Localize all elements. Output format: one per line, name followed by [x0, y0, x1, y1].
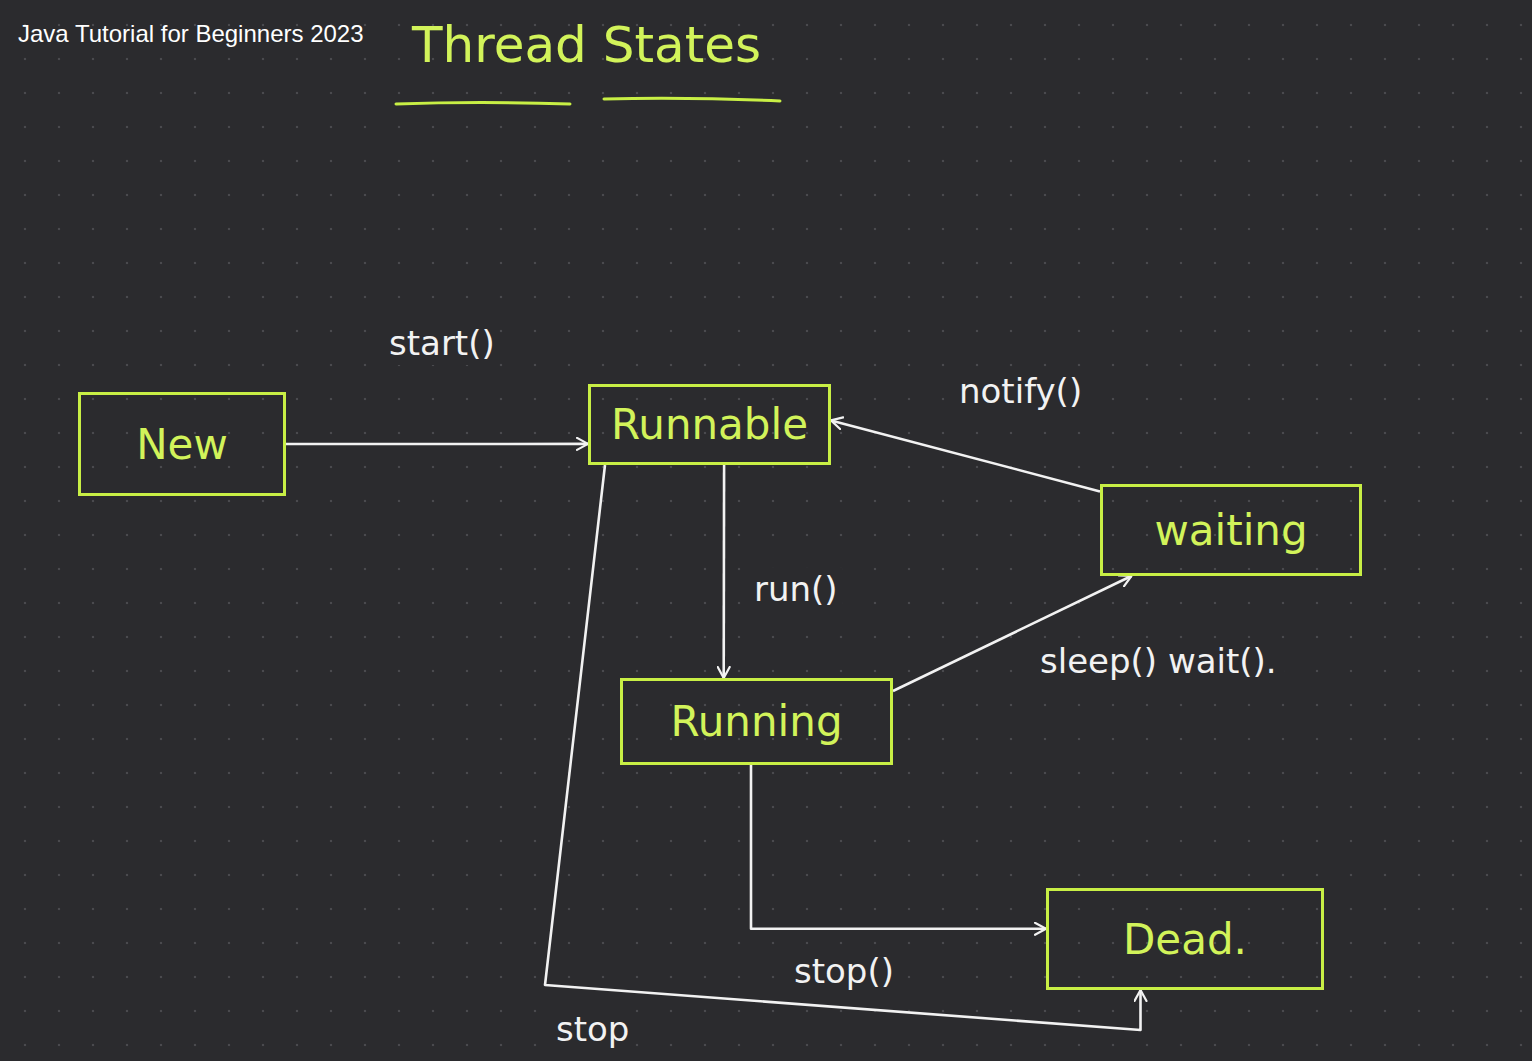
- method-label: start(): [385, 322, 499, 365]
- method-label: stop(): [790, 950, 898, 993]
- transition-arrow: [831, 420, 1100, 491]
- diagram-title: Thread States: [412, 16, 761, 74]
- method-label: run(): [750, 568, 842, 611]
- state-box: waiting: [1100, 484, 1362, 576]
- method-label: sleep() wait().: [1036, 640, 1284, 683]
- video-title: Java Tutorial for Beginners 2023: [18, 20, 364, 48]
- state-name: Running: [670, 697, 842, 746]
- state-name: waiting: [1154, 506, 1307, 555]
- state-name: Runnable: [611, 400, 808, 449]
- transition-arrow: [751, 765, 1046, 929]
- transition-arrow: [722, 465, 725, 678]
- method-label: stop: [552, 1008, 633, 1051]
- state-box: Runnable: [588, 384, 831, 465]
- state-name: Dead.: [1123, 915, 1247, 964]
- method-label: notify(): [955, 370, 1086, 413]
- state-box: New: [78, 392, 286, 496]
- state-name: New: [136, 420, 228, 469]
- state-box: Dead.: [1046, 888, 1324, 990]
- transition-arrow: [545, 465, 1141, 1030]
- transition-arrow: [286, 443, 588, 446]
- state-box: Running: [620, 678, 893, 765]
